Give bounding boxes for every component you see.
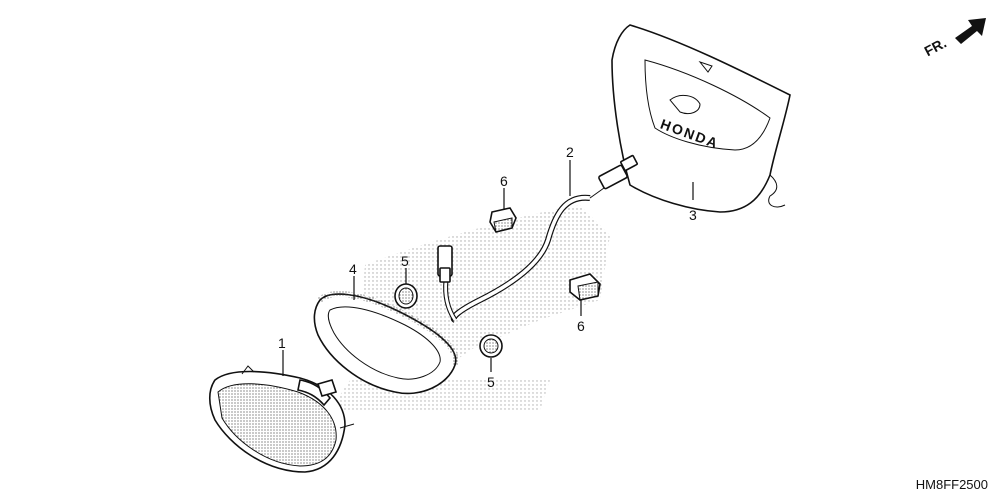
part-6-grommet-upper: [489, 207, 517, 233]
callout-1: 1: [278, 335, 286, 351]
callout-5-upper: 5: [401, 253, 409, 269]
part-5-rubber-nut-upper: [394, 283, 418, 309]
part-2-wire-harness: [437, 154, 638, 323]
callout-4: 4: [349, 261, 357, 277]
part-5-rubber-nut-lower: [479, 334, 503, 358]
part-6-grommet-lower: [569, 273, 601, 301]
harness-connector-lower: [437, 245, 453, 283]
part-4-lens-gasket: [313, 291, 459, 395]
direction-label: FR.: [922, 35, 949, 60]
callout-6-lower: 6: [577, 318, 585, 334]
arrow-icon: [955, 18, 986, 44]
callout-5-lower: 5: [487, 374, 495, 390]
front-direction-marker: FR.: [922, 18, 986, 59]
harness-connector-upper: [589, 154, 638, 199]
callout-2: 2: [566, 144, 574, 160]
callout-6-upper: 6: [500, 173, 508, 189]
callout-labels: 1 2 3 4 5 5 6 6: [278, 144, 697, 390]
leader-lines: [282, 160, 694, 376]
part-3-rear-cover: HONDA: [611, 24, 791, 213]
part-1-taillight-assembly: [208, 365, 355, 473]
callout-3: 3: [689, 207, 697, 223]
diagram-code: HM8FF2500: [915, 477, 988, 492]
